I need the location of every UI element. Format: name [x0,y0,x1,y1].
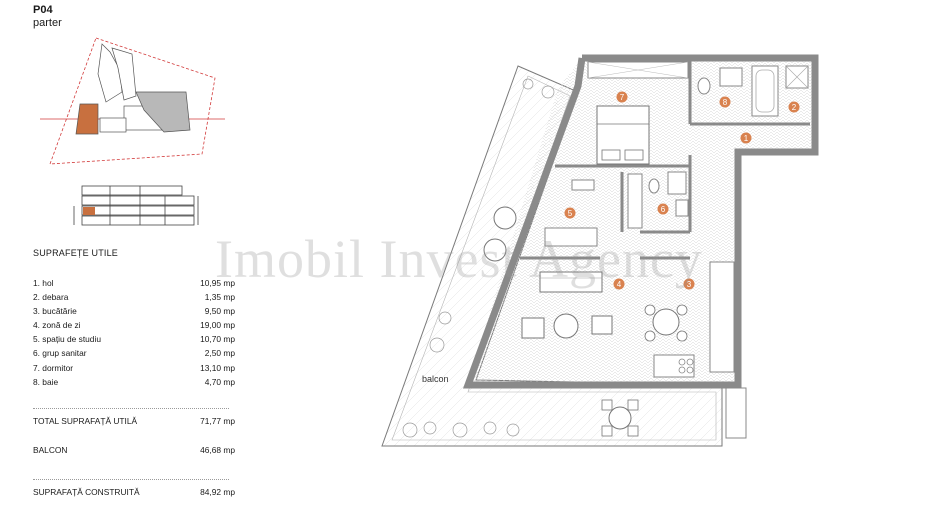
section-plan [73,185,199,226]
area-label: 3. bucătărie [33,306,77,317]
room-marker: 6 [661,205,666,214]
built-area-row: SUPRAFAȚĂ CONSTRUITĂ 84,92 mp [33,487,235,497]
total-area-label: TOTAL SUPRAFAȚĂ UTILĂ [33,416,138,426]
balcony-area-value: 46,68 mp [200,445,235,455]
area-row: 2. debara 1,35 mp [33,290,235,304]
areas-list: 1. hol 10,95 mp 2. debara 1,35 mp 3. bucăt… [33,276,235,389]
built-area-value: 84,92 mp [200,487,235,497]
site-boundary [49,37,216,165]
area-label: 5. spațiu de studiu [33,334,101,345]
unit-level: parter [33,17,62,29]
room-marker: 8 [723,98,728,107]
area-row: 1. hol 10,95 mp [33,276,235,290]
balcony-label: balcon [422,374,449,384]
area-value: 19,00 mp [200,320,235,331]
balcony-area-row: BALCON 46,68 mp [33,445,235,455]
area-value: 4,70 mp [204,376,235,387]
area-value: 2,50 mp [204,348,235,359]
room-marker: 7 [620,93,625,102]
room-marker: 3 [687,280,692,289]
divider [33,479,229,480]
key-plan [40,37,225,165]
total-area-value: 71,77 mp [200,416,235,426]
area-value: 13,10 mp [200,362,235,373]
area-value: 10,70 mp [200,334,235,345]
area-row: 4. zonă de zi 19,00 mp [33,318,235,332]
dining-table [652,308,680,336]
area-value: 10,95 mp [200,278,235,288]
built-area-label: SUPRAFAȚĂ CONSTRUITĂ [33,487,140,497]
area-row: 6. grup sanitar 2,50 mp [33,346,235,360]
area-label: 7. dormitor [33,362,74,373]
area-label: 2. debara [33,292,69,303]
area-row: 3. bucătărie 9,50 mp [33,304,235,318]
balcony-area-label: BALCON [33,445,68,455]
room-marker: 4 [617,280,622,289]
area-label: 1. hol [33,278,54,288]
room-marker: 2 [792,103,797,112]
area-value: 9,50 mp [204,306,235,317]
area-label: 6. grup sanitar [33,348,87,359]
room-marker: 5 [568,209,573,218]
area-row: 8. baie 4,70 mp [33,375,235,389]
room-markers: 1 2 3 4 5 6 7 8 [564,91,800,290]
sofa [539,271,603,293]
areas-heading: SUPRAFEȚE UTILE [33,248,119,258]
divider [33,408,229,409]
unit-title: P04 [33,4,53,16]
unit-highlight [75,103,99,135]
floor-plan: 1 2 3 4 5 6 7 8 balcon [381,54,819,447]
area-row: 5. spațiu de studiu 10,70 mp [33,332,235,346]
area-label: 4. zonă de zi [33,320,81,331]
section-highlight [83,207,95,215]
total-area-row: TOTAL SUPRAFAȚĂ UTILĂ 71,77 mp [33,416,235,426]
area-row: 7. dormitor 13,10 mp [33,361,235,375]
area-label: 8. baie [33,376,59,387]
area-value: 1,35 mp [204,292,235,303]
room-marker: 1 [744,134,749,143]
